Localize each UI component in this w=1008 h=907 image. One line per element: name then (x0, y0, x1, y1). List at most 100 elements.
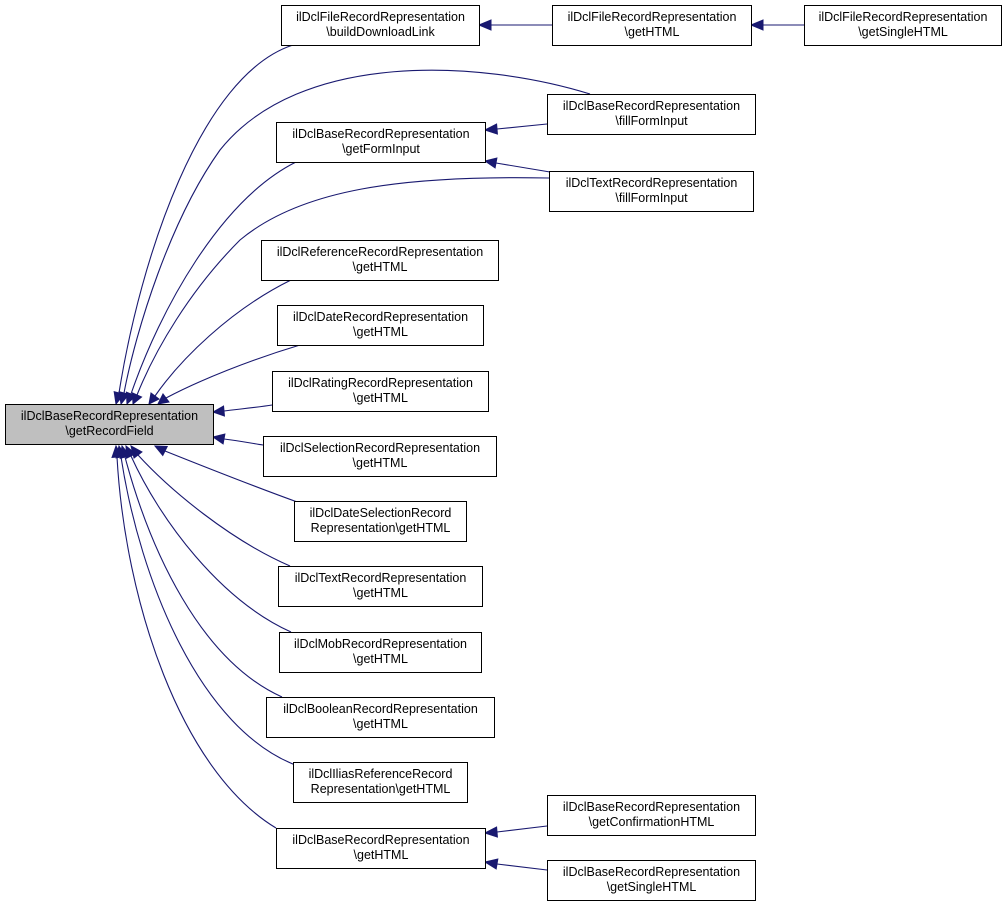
node-label-line: ilDclBaseRecordRepresentation (292, 127, 469, 141)
node-base-getform[interactable]: ilDclBaseRecordRepresentation\getFormInp… (276, 122, 486, 163)
arrowhead-icon (483, 826, 498, 838)
node-label-line: ilDclDateSelectionRecord (310, 506, 452, 520)
arrowhead-icon (477, 19, 492, 31)
node-label-line: ilDclBaseRecordRepresentation (21, 409, 198, 423)
node-label-line: \fillFormInput (615, 114, 688, 128)
edge-line (496, 123, 548, 130)
node-label-line: ilDclBaseRecordRepresentation (563, 865, 740, 879)
node-base-fill[interactable]: ilDclBaseRecordRepresentation\fillFormIn… (547, 94, 756, 135)
node-label-line: \getHTML (625, 25, 680, 39)
node-label-line: \getHTML (353, 717, 408, 731)
edge-file_build-to-root (113, 44, 294, 406)
edge-line (495, 162, 551, 173)
edge-line (124, 456, 283, 698)
node-label-line: \getHTML (353, 325, 408, 339)
node-label-line: \getHTML (353, 260, 408, 274)
edge-ref_gethtml-to-root (148, 279, 292, 405)
node-label-line: \buildDownloadLink (326, 25, 435, 39)
edge-base_gethtml-to-root (111, 444, 277, 829)
edge-text_fill-to-root (131, 177, 550, 406)
node-label-line: \fillFormInput (615, 191, 688, 205)
node-label-line: ilDclBaseRecordRepresentation (563, 800, 740, 814)
node-base-getconf[interactable]: ilDclBaseRecordRepresentation\getConfirm… (547, 795, 756, 836)
edge-line (116, 456, 277, 829)
node-box (293, 762, 468, 803)
node-rating-gethtml[interactable]: ilDclRatingRecordRepresentation\getHTML (272, 371, 489, 412)
node-box (281, 5, 480, 46)
edge-line (123, 69, 591, 394)
arrowhead-icon (148, 392, 160, 405)
node-label-line: \getHTML (353, 391, 408, 405)
node-label-line: ilDclBaseRecordRepresentation (292, 833, 469, 847)
node-date-gethtml[interactable]: ilDclDateRecordRepresentation\getHTML (277, 305, 484, 346)
arrowhead-icon (111, 444, 123, 459)
edge-line (496, 825, 548, 833)
node-mob-gethtml[interactable]: ilDclMobRecordRepresentation\getHTML (279, 632, 482, 673)
edge-datesel_gethtml-to-root (153, 445, 301, 504)
node-text-gethtml[interactable]: ilDclTextRecordRepresentation\getHTML (278, 566, 483, 607)
node-label-line: Representation\getHTML (311, 521, 451, 535)
edge-file_getsingle-to-file_gethtml (749, 19, 804, 31)
arrowhead-icon (211, 405, 226, 417)
node-box (261, 240, 499, 281)
node-file-build[interactable]: ilDclFileRecordRepresentation\buildDownl… (281, 5, 480, 46)
edge-base_getform-to-root (125, 161, 297, 406)
arrowhead-icon (211, 433, 226, 445)
node-text-fill[interactable]: ilDclTextRecordRepresentation\fillFormIn… (549, 171, 754, 212)
node-label-line: \getHTML (353, 652, 408, 666)
node-label-line: ilDclReferenceRecordRepresentation (277, 245, 483, 259)
node-label-line: ilDclBaseRecordRepresentation (563, 99, 740, 113)
node-box (5, 404, 214, 445)
node-bool-gethtml[interactable]: ilDclBooleanRecordRepresentation\getHTML (266, 697, 495, 738)
edge-line (154, 279, 292, 397)
arrowhead-icon (153, 445, 169, 457)
node-box (552, 5, 752, 46)
node-label-line: ilDclRatingRecordRepresentation (288, 376, 473, 390)
node-label-line: ilDclMobRecordRepresentation (294, 637, 467, 651)
node-root[interactable]: ilDclBaseRecordRepresentation\getRecordF… (5, 404, 214, 445)
node-sel-gethtml[interactable]: ilDclSelectionRecordRepresentation\getHT… (263, 436, 497, 477)
node-label-line: \getSingleHTML (858, 25, 948, 39)
node-label-line: \getHTML (353, 456, 408, 470)
node-base-getsingle[interactable]: ilDclBaseRecordRepresentation\getSingleH… (547, 860, 756, 901)
node-box (278, 566, 483, 607)
node-box (277, 305, 484, 346)
arrowhead-icon (749, 19, 764, 31)
edge-line (165, 344, 301, 399)
node-label-line: ilDclBooleanRecordRepresentation (283, 702, 478, 716)
node-box (549, 171, 754, 212)
node-label-line: \getFormInput (342, 142, 420, 156)
node-box (272, 371, 489, 412)
edge-line (130, 455, 292, 633)
node-base-gethtml[interactable]: ilDclBaseRecordRepresentation\getHTML (276, 828, 486, 869)
node-ref-gethtml[interactable]: ilDclReferenceRecordRepresentation\getHT… (261, 240, 499, 281)
node-label-line: ilDclTextRecordRepresentation (566, 176, 738, 190)
edge-base_getsingle-to-base_gethtml (483, 858, 548, 871)
node-label-line: \getHTML (353, 586, 408, 600)
node-label-line: ilDclFileRecordRepresentation (568, 10, 737, 24)
edge-line (223, 404, 273, 412)
node-box (804, 5, 1002, 46)
node-file-getsingle[interactable]: ilDclFileRecordRepresentation\getSingleH… (804, 5, 1002, 46)
node-label-line: \getSingleHTML (607, 880, 697, 894)
node-box (276, 122, 486, 163)
node-file-gethtml[interactable]: ilDclFileRecordRepresentation\getHTML (552, 5, 752, 46)
edge-line (120, 456, 299, 767)
node-datesel-gethtml[interactable]: ilDclDateSelectionRecordRepresentation\g… (294, 501, 467, 542)
edge-file_gethtml-to-file_build (477, 19, 552, 31)
edge-text_fill-to-base_getform (483, 157, 551, 173)
node-label-line: ilDclFileRecordRepresentation (819, 10, 988, 24)
edge-line (136, 177, 550, 396)
node-label-line: Representation\getHTML (311, 782, 451, 796)
arrowhead-icon (483, 858, 499, 870)
edge-line (130, 161, 297, 395)
edge-base_fill-to-base_getform (483, 123, 548, 135)
node-ilias-gethtml[interactable]: ilDclIliasReferenceRecordRepresentation\… (293, 762, 468, 803)
node-box (263, 436, 497, 477)
node-box (547, 94, 756, 135)
edge-line (164, 450, 301, 504)
edges-layer (111, 19, 804, 871)
arrowhead-icon (483, 157, 498, 169)
node-box (279, 632, 482, 673)
